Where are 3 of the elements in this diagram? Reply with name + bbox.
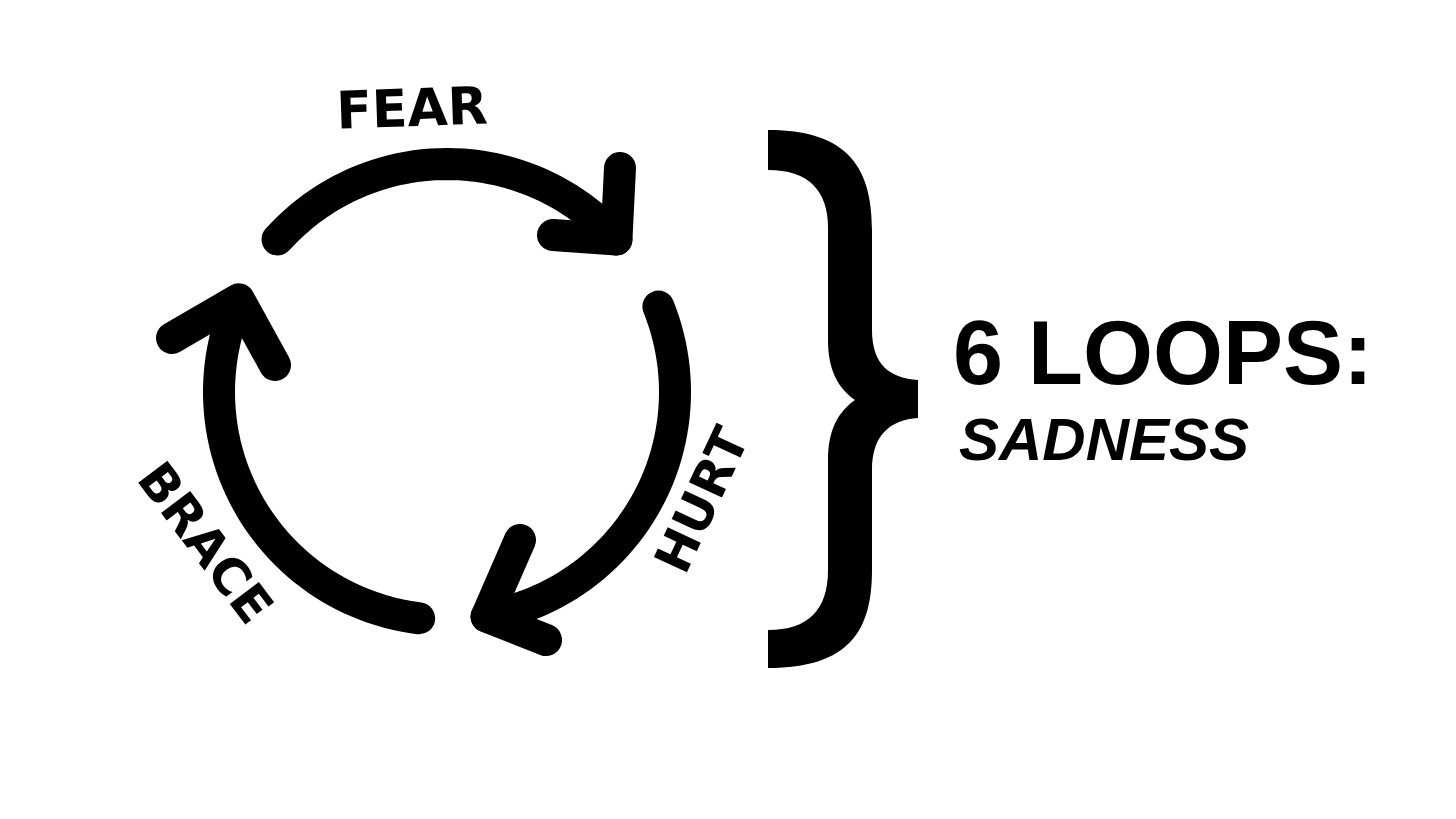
subheading: SADNESS [958,410,1250,470]
heading: 6 LOOPS: [952,308,1374,398]
cycle-label: FEAR [335,79,489,137]
